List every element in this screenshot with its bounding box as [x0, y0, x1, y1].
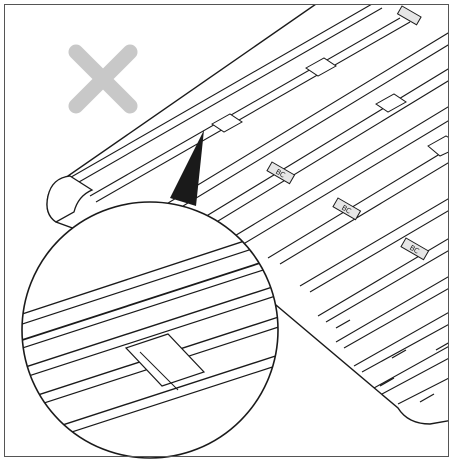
- rack-rails: [65, 4, 449, 405]
- image-border: [4, 4, 449, 457]
- rail-clamps: BC BC BC: [266, 5, 430, 261]
- clamp-label: BC: [274, 168, 286, 180]
- cross-slats: [211, 57, 449, 157]
- corner-cap: [46, 175, 94, 223]
- detail-magnifier: [21, 201, 279, 459]
- clamp-label: BC: [408, 244, 420, 256]
- rail-slots: [335, 319, 449, 403]
- clamp-label: BC: [340, 204, 352, 216]
- callout-pointer: [170, 130, 204, 206]
- rack-overview: BC BC BC: [46, 4, 449, 425]
- cross-icon: [68, 44, 138, 114]
